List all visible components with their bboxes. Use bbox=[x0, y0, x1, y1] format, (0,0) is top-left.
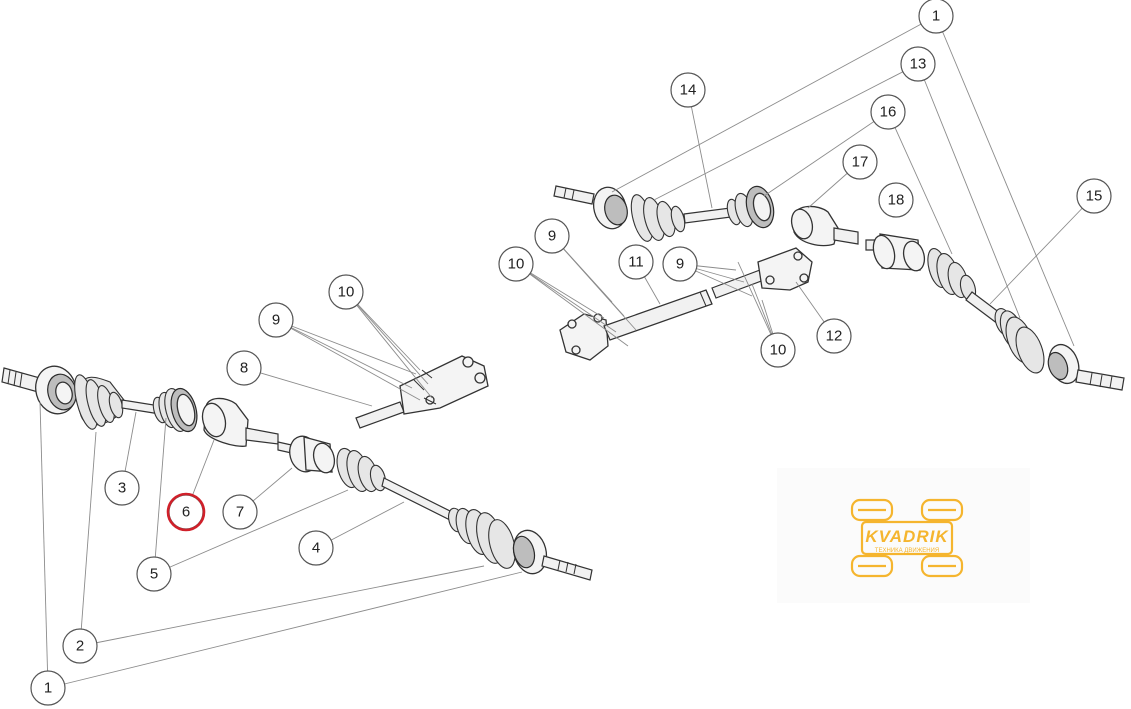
callout-right-14: 14 bbox=[670, 72, 706, 108]
callout-right-15: 15 bbox=[1076, 178, 1112, 214]
right-callouts: 1 13 14 16 17 18 15 9 bbox=[498, 0, 1112, 368]
left-outer-boot bbox=[74, 374, 125, 430]
left-second-outer-boot bbox=[448, 507, 516, 569]
highlight-ring bbox=[166, 492, 206, 532]
callout-left-7: 7 bbox=[222, 494, 258, 530]
callout-right-10-label: 10 bbox=[508, 256, 525, 273]
callout-left-10-label: 10 bbox=[338, 284, 355, 301]
left-driveshaft-assembly bbox=[1, 355, 593, 581]
callout-right-13: 13 bbox=[900, 46, 936, 82]
right-driveshaft-assembly bbox=[553, 185, 1125, 391]
right-inner-cv-joint bbox=[790, 205, 859, 247]
callout-right-11-label: 11 bbox=[628, 254, 644, 271]
callout-left-6-highlighted: 6 bbox=[166, 492, 206, 532]
callout-left-8: 8 bbox=[226, 350, 262, 386]
right-tripod-housing bbox=[865, 233, 926, 272]
callout-left-9: 9 bbox=[258, 302, 294, 338]
callout-right-15-label: 15 bbox=[1086, 188, 1103, 205]
left-second-shaft bbox=[381, 477, 457, 523]
left-callouts: 1 2 3 4 5 6 7 8 bbox=[30, 274, 364, 706]
right-intermediate-shaft bbox=[683, 207, 732, 224]
callout-right-9-label: 9 bbox=[548, 228, 556, 245]
callout-left-4-label: 4 bbox=[312, 540, 320, 557]
right-second-inner-boot bbox=[927, 247, 977, 302]
callout-left-5: 5 bbox=[136, 556, 172, 592]
right-outer-boot bbox=[630, 194, 686, 242]
callout-right-9-left: 9 bbox=[534, 218, 570, 254]
left-inner-cv-joint bbox=[201, 397, 279, 447]
left-outer-stub-shaft bbox=[1, 367, 41, 393]
right-outer-stub-shaft bbox=[553, 185, 595, 205]
callout-right-9b-label: 9 bbox=[676, 256, 684, 273]
callout-right-12: 12 bbox=[816, 318, 852, 354]
right-second-outer-boot bbox=[994, 308, 1045, 374]
callout-right-12-label: 12 bbox=[826, 328, 843, 345]
callout-left-4: 4 bbox=[298, 530, 334, 566]
callout-right-14-label: 14 bbox=[680, 82, 697, 99]
watermark-logo-area bbox=[777, 468, 1030, 603]
callout-right-16: 16 bbox=[870, 94, 906, 130]
logo-tagline: ТЕХНИКА ДВИЖЕНИЯ bbox=[875, 548, 939, 554]
callout-left-5-label: 5 bbox=[150, 566, 158, 583]
callout-left-2: 2 bbox=[62, 628, 98, 664]
kvadrik-logo: KVADRIK ТЕХНИКА ДВИЖЕНИЯ bbox=[850, 498, 964, 578]
left-inner-boot bbox=[152, 387, 198, 433]
callout-left-3-label: 3 bbox=[118, 480, 126, 497]
callout-left-10: 10 bbox=[328, 274, 364, 310]
left-outer-cv-joint bbox=[35, 365, 77, 415]
callout-right-1-label: 1 bbox=[932, 8, 940, 25]
callout-right-1: 1 bbox=[918, 0, 954, 34]
logo-tire-frame bbox=[850, 498, 964, 578]
callout-left-7-label: 7 bbox=[236, 504, 244, 521]
left-tripod-housing bbox=[277, 435, 336, 474]
left-flange-stub-shaft bbox=[355, 355, 489, 429]
callout-left-3: 3 bbox=[104, 470, 140, 506]
right-outer-cv-joint bbox=[592, 186, 628, 230]
callout-left-1-label: 1 bbox=[44, 680, 52, 697]
callout-left-1: 1 bbox=[30, 670, 66, 706]
callout-right-18-label: 18 bbox=[888, 192, 905, 209]
callout-right-10-right: 10 bbox=[760, 332, 796, 368]
callout-right-9-right: 9 bbox=[662, 246, 698, 282]
callout-left-2-label: 2 bbox=[76, 638, 84, 655]
left-second-outer-cv-joint bbox=[512, 529, 593, 581]
callout-right-17: 17 bbox=[842, 144, 878, 180]
callout-left-8-label: 8 bbox=[240, 360, 248, 377]
callout-right-10b-label: 10 bbox=[770, 342, 787, 359]
right-inner-boot bbox=[726, 185, 775, 229]
callout-right-16-label: 16 bbox=[880, 104, 897, 121]
right-propeller-shaft bbox=[559, 247, 813, 361]
callout-right-18: 18 bbox=[878, 182, 914, 218]
callout-right-11: 11 bbox=[618, 244, 654, 280]
callout-right-13-label: 13 bbox=[910, 56, 927, 73]
callout-left-6-label: 6 bbox=[182, 504, 190, 521]
left-second-inner-boot bbox=[336, 447, 387, 493]
right-second-outer-cv-joint bbox=[1047, 343, 1125, 391]
callout-right-10-left: 10 bbox=[498, 246, 534, 282]
callout-right-17-label: 17 bbox=[852, 154, 869, 171]
logo-wordmark: KVADRIK bbox=[865, 527, 949, 546]
callout-left-9-label: 9 bbox=[272, 312, 280, 329]
